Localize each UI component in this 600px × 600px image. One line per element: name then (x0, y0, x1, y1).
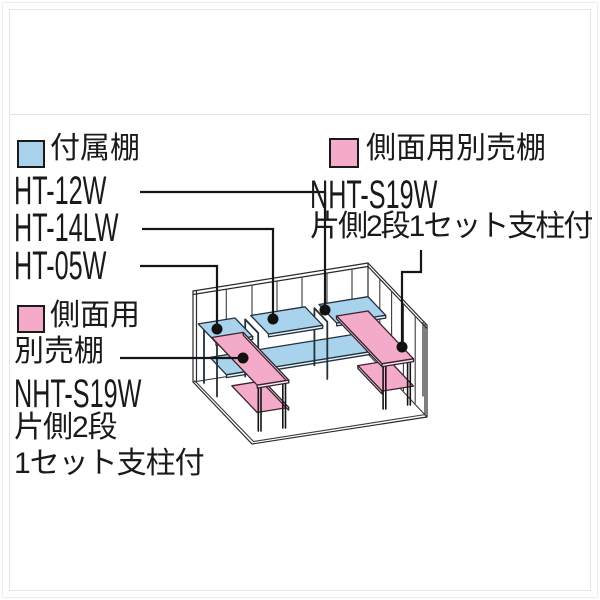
side-shelf-color-swatch-left (17, 305, 45, 333)
leader-ht-14lw (142, 227, 275, 319)
model-ht-14lw: HT-14LW (14, 206, 119, 250)
legend-side-left-note-1: 片側2段 (14, 411, 118, 444)
side-shelf-color-swatch-right (329, 138, 359, 168)
leader-ht-05w (140, 264, 219, 329)
legend-attached-title: 付属棚 (50, 132, 140, 165)
model-nht-s19w-right: NHT-S19W (310, 173, 438, 217)
leader-right-side-shelf (400, 250, 423, 347)
leader-lines (120, 190, 423, 360)
pink-side-shelf-left (211, 331, 290, 432)
model-nht-s19w-left: NHT-S19W (14, 372, 142, 416)
attached-shelf-color-swatch (17, 140, 45, 168)
pink-side-shelf-right (335, 310, 415, 410)
leader-ht-12w (140, 190, 327, 310)
model-ht-05w: HT-05W (14, 244, 107, 288)
legend-side-left-title-1: 側面用 (50, 299, 140, 332)
legend-side-left-note-2: 1セット支柱付 (14, 447, 205, 480)
legend-side-right-note: 片側2段1セット支柱付 (310, 210, 593, 243)
model-ht-12w: HT-12W (14, 169, 107, 213)
legend-side-right-title: 側面用別売棚 (366, 132, 546, 165)
legend-side-left-title-2: 別売棚 (14, 335, 104, 368)
